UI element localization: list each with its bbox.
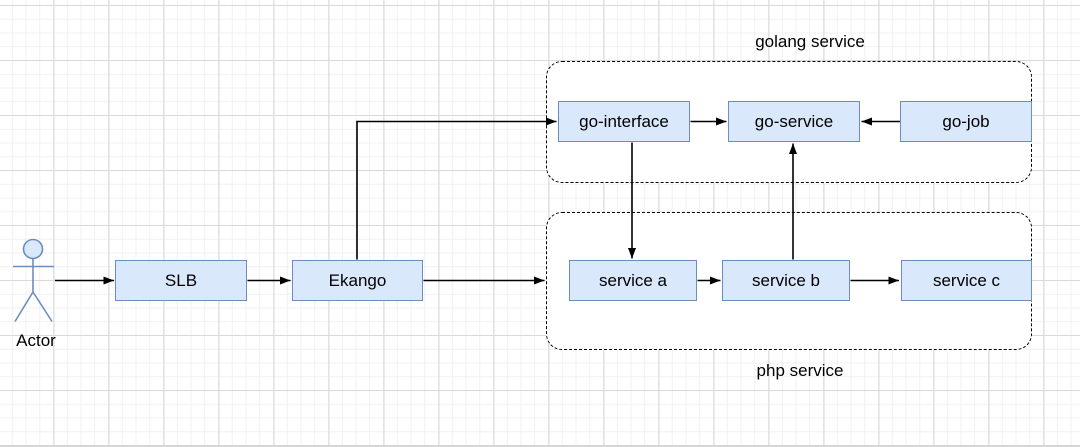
actor-head: [22, 238, 44, 260]
actor-figure[interactable]: [13, 238, 54, 322]
node-service-c-label: service c: [932, 270, 1001, 290]
node-go-interface[interactable]: go-interface: [558, 101, 690, 142]
group-golang-label: golang service: [755, 32, 865, 51]
actor-right-leg: [32, 291, 53, 322]
actor-left-leg: [14, 291, 34, 322]
node-go-job[interactable]: go-job: [900, 101, 1032, 142]
actor-label: Actor: [16, 331, 56, 350]
node-slb[interactable]: SLB: [115, 260, 247, 301]
node-ekango[interactable]: Ekango: [292, 260, 423, 301]
edge-ekango-to-go-interface[interactable]: [356, 117, 557, 260]
group-php-label: php service: [756, 361, 844, 380]
node-service-b-label: service b: [751, 270, 821, 290]
node-slb-label: SLB: [164, 270, 198, 290]
node-service-c[interactable]: service c: [901, 260, 1032, 301]
node-go-service-label: go-service: [754, 111, 834, 131]
node-go-interface-label: go-interface: [579, 111, 669, 131]
node-go-job-label: go-job: [942, 111, 990, 131]
node-service-a[interactable]: service a: [569, 260, 697, 301]
node-service-b[interactable]: service b: [722, 260, 850, 301]
node-ekango-label: Ekango: [328, 270, 387, 290]
canvas-bottom-edge: [0, 445, 1080, 447]
node-go-service[interactable]: go-service: [728, 101, 860, 142]
node-service-a-label: service a: [598, 270, 668, 290]
